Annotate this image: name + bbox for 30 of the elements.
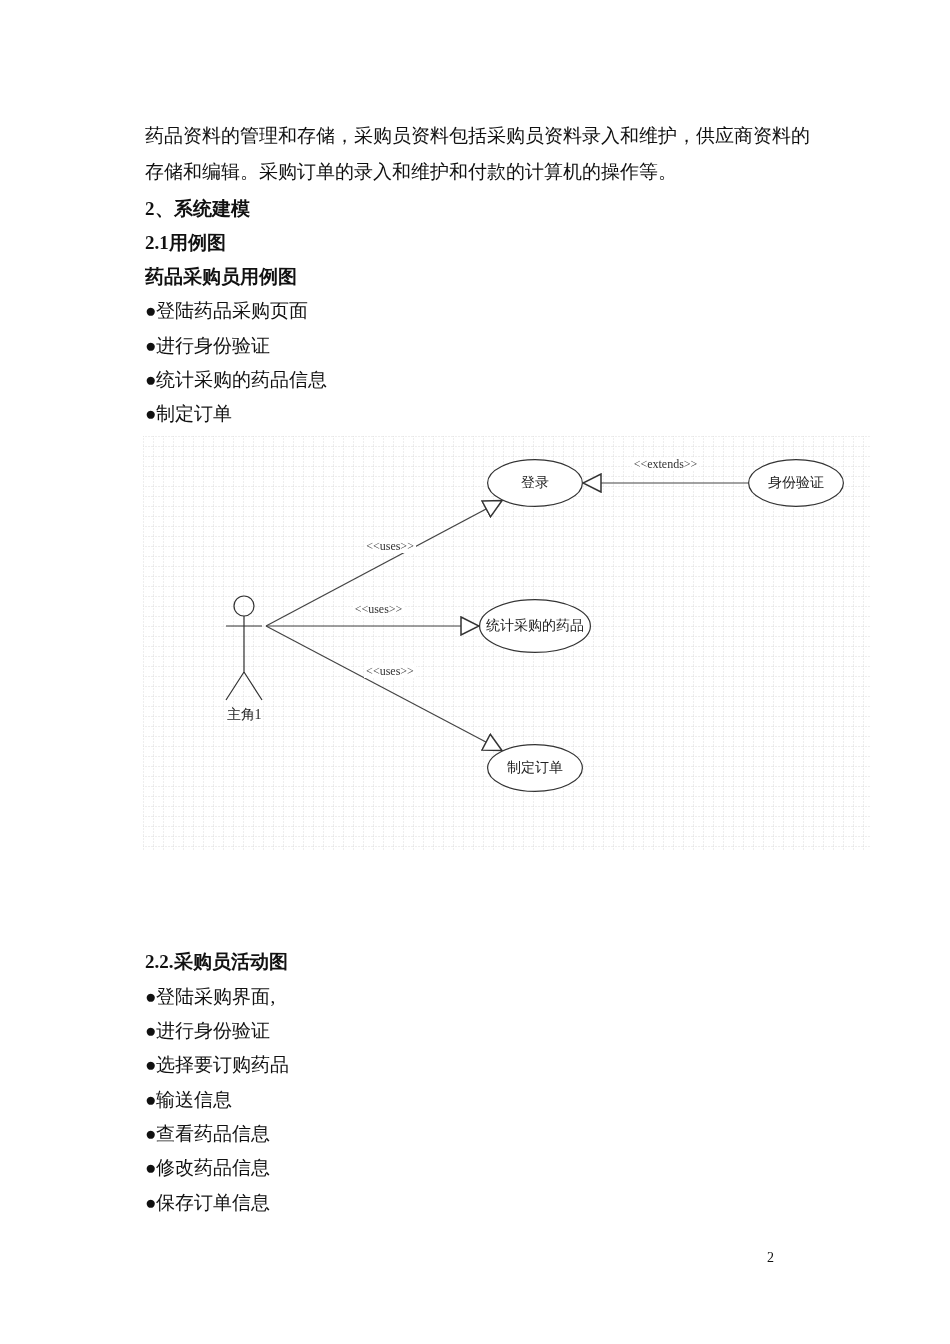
bullet-item: ●保存订单信息 — [145, 1191, 271, 1215]
bullet-item: ●登陆采购界面, — [145, 985, 276, 1009]
page-number: 2 — [767, 1249, 774, 1267]
bullet-item: ●进行身份验证 — [145, 334, 271, 358]
section-heading: 2、系统建模 — [145, 197, 250, 221]
use-case-label: 统计采购的药品 — [485, 617, 585, 635]
use-case-label: 身份验证 — [767, 474, 825, 492]
use-case-label: 登录 — [520, 474, 550, 492]
bullet-item: ●统计采购的药品信息 — [145, 368, 328, 392]
bullet-item: ●查看药品信息 — [145, 1122, 271, 1146]
association-arrow — [265, 616, 480, 636]
association-arrow — [265, 625, 503, 752]
edge-label: <<uses>> — [352, 602, 405, 616]
section-heading: 2.1用例图 — [145, 231, 226, 255]
body-paragraph: 药品资料的管理和存储，采购员资料包括采购员资料录入和维护，供应商资料的存储和编辑。采购订单的录入和维护和付款的计算机的操作等。 — [145, 124, 810, 184]
edge-label: <<uses>> — [364, 664, 416, 679]
actor-label: 主角1 — [225, 706, 263, 724]
bullet-item: ●输送信息 — [145, 1088, 233, 1112]
bullet-item: ●修改药品信息 — [145, 1156, 271, 1180]
section-heading: 2.2.采购员活动图 — [145, 950, 288, 974]
association-arrow — [582, 473, 749, 493]
use-case-label: 制定订单 — [506, 759, 564, 777]
bullet-item: ●登陆药品采购页面 — [145, 299, 309, 323]
bullet-item: ●制定订单 — [145, 402, 233, 426]
bullet-item: ●进行身份验证 — [145, 1019, 271, 1043]
edge-label: <<extends>> — [631, 457, 700, 471]
section-heading: 药品采购员用例图 — [145, 265, 297, 289]
bullet-item: ●选择要订购药品 — [145, 1053, 290, 1077]
association-arrow — [265, 499, 503, 627]
edge-label: <<uses>> — [364, 539, 416, 554]
